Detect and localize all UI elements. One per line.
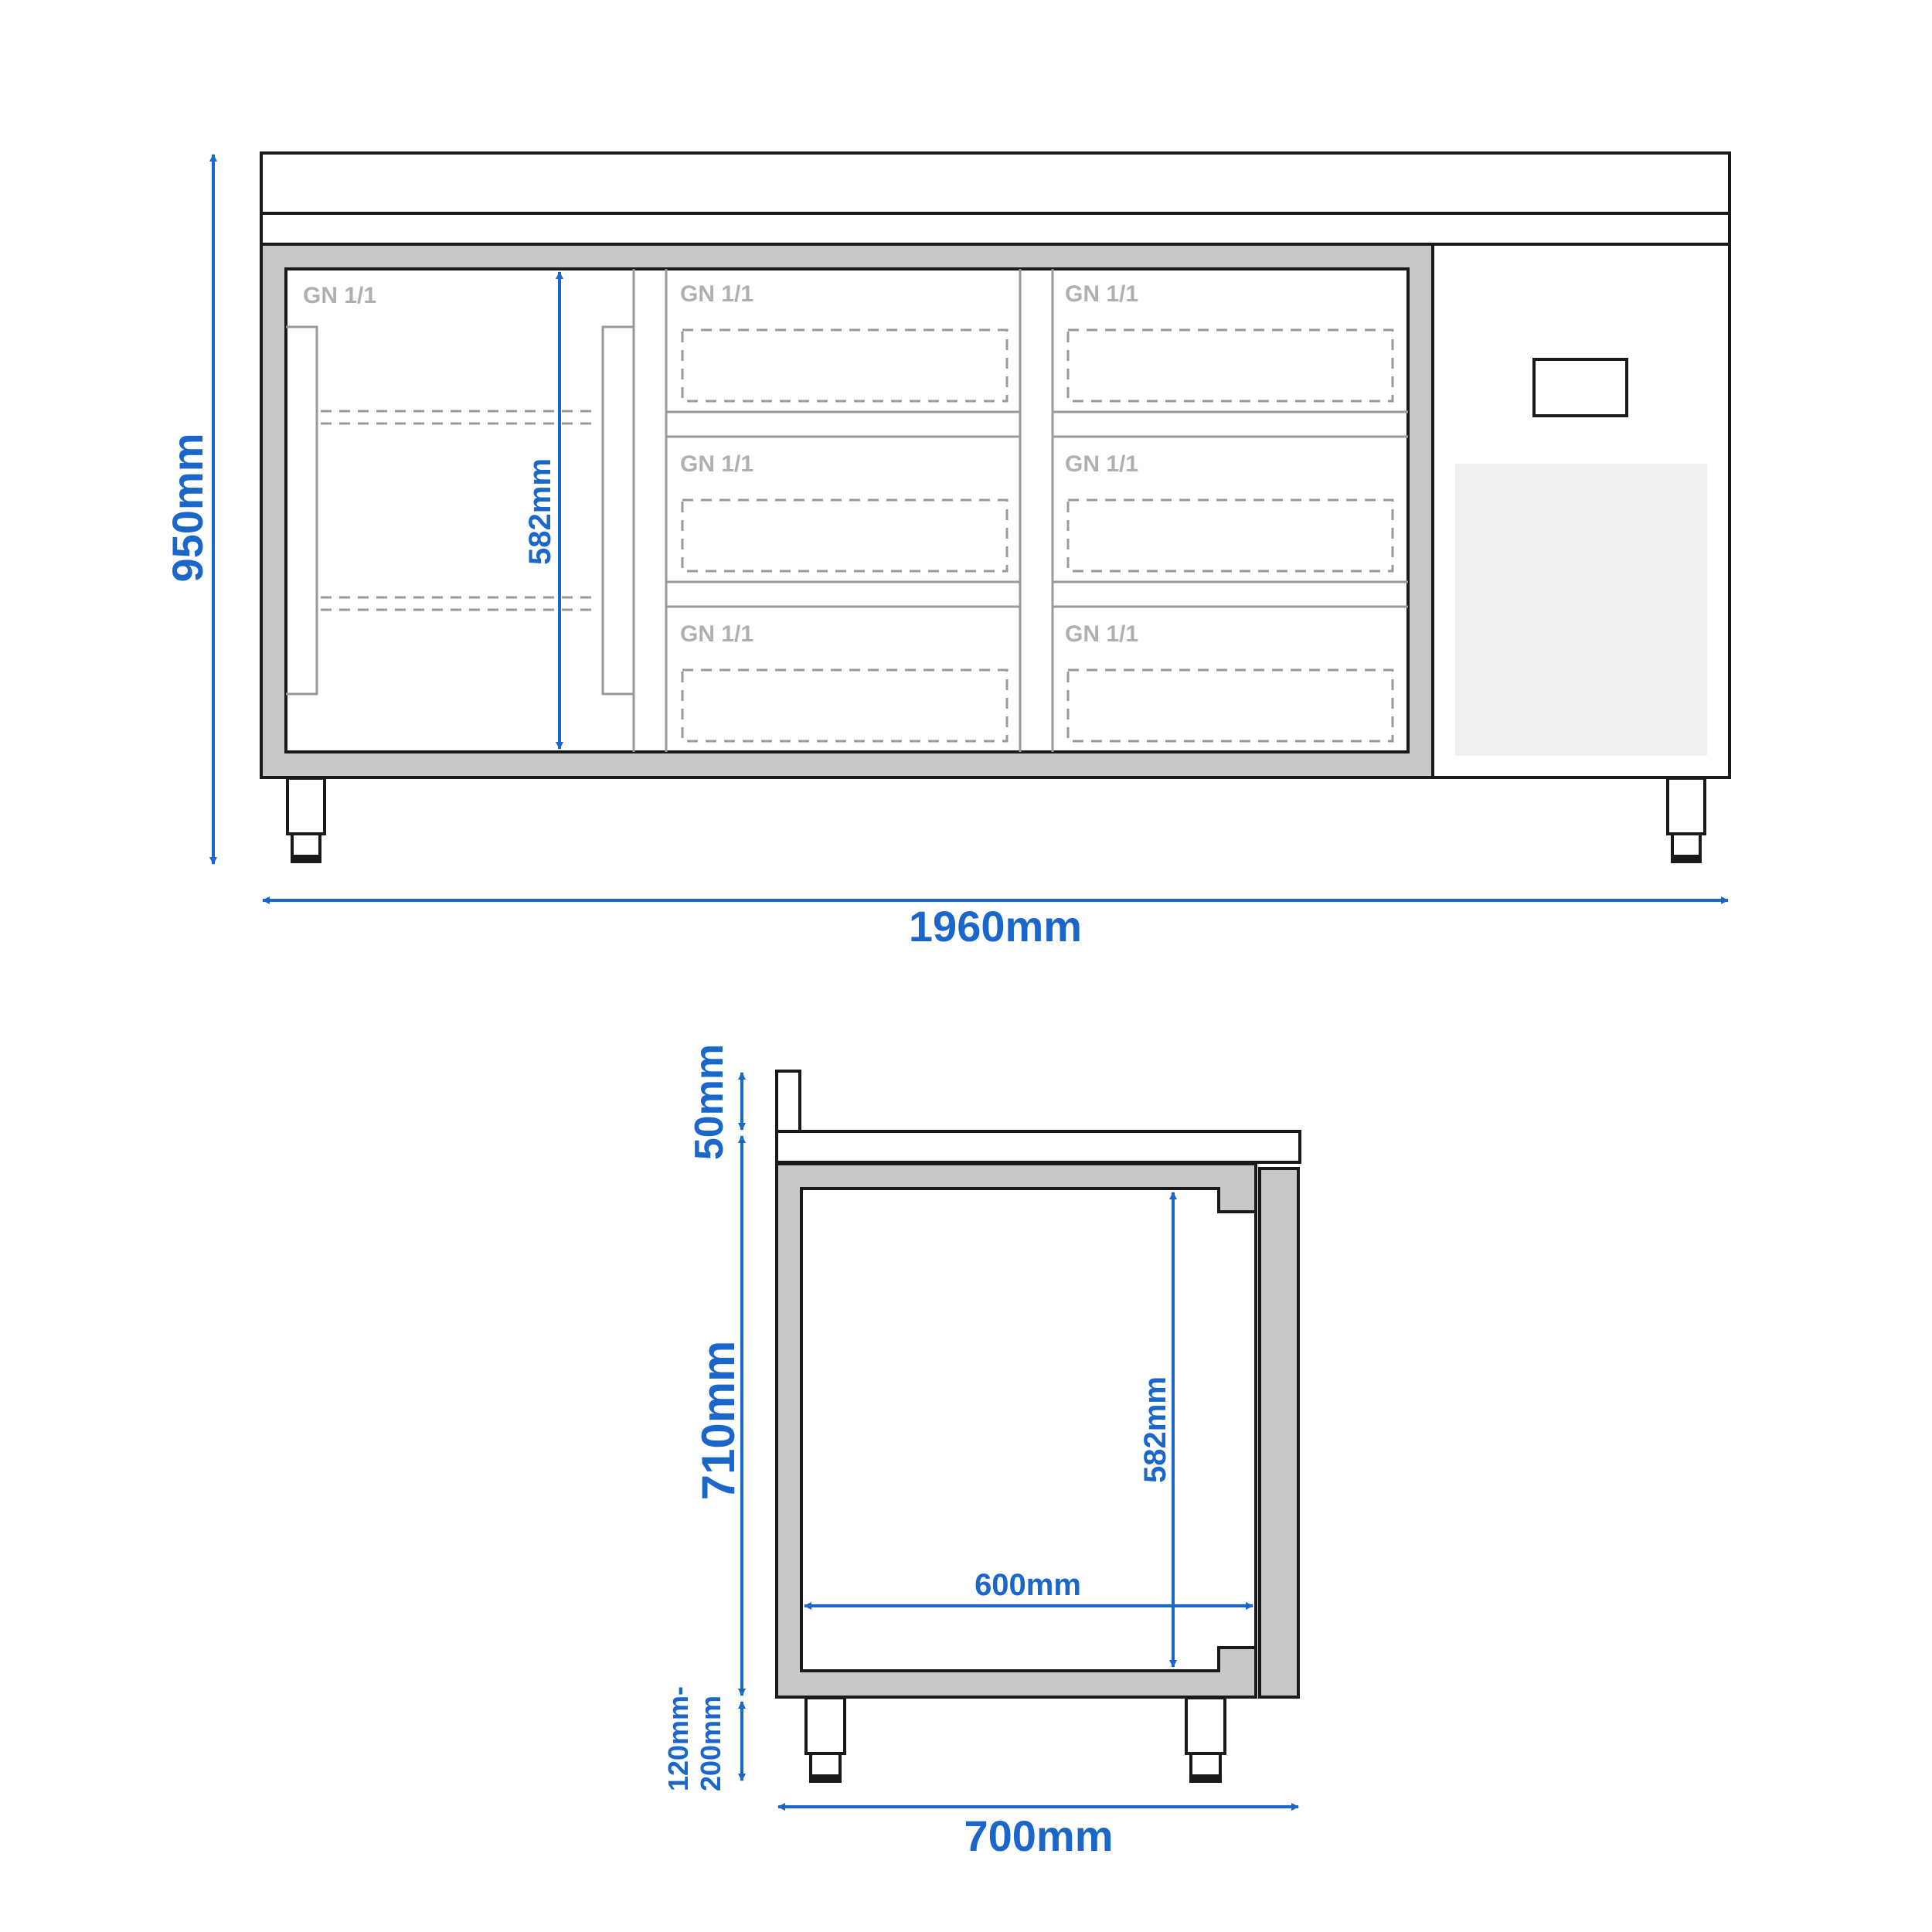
front-dimensions — [209, 154, 1729, 904]
gn-container — [681, 498, 1009, 573]
gn-label: GN 1/1 — [1065, 451, 1138, 477]
depth-label: 700mm — [964, 1811, 1113, 1860]
gn-container — [1066, 668, 1394, 743]
side-leg — [1185, 1696, 1226, 1755]
leg-label-line2: 200mm — [695, 1696, 726, 1791]
side-inner-cavity — [800, 1187, 1257, 1672]
gn-label: GN 1/1 — [680, 451, 753, 477]
compartment-dividers — [632, 269, 1408, 752]
gn-container — [681, 328, 1009, 403]
left-shelf-rails — [286, 325, 634, 696]
left-shelves — [321, 410, 599, 611]
gn-label: GN 1/1 — [680, 621, 753, 647]
side-door — [1258, 1167, 1300, 1699]
height-label: 950mm — [163, 433, 212, 582]
front-view — [260, 151, 1731, 863]
gn-container — [1066, 498, 1394, 573]
upstand-label: 50mm — [687, 1044, 732, 1160]
gn-label: GN 1/1 — [303, 283, 376, 308]
inner-height-label-side: 582mm — [1138, 1376, 1172, 1483]
gn-label: GN 1/1 — [1065, 281, 1138, 307]
side-view — [775, 1070, 1301, 1783]
side-leg — [804, 1696, 846, 1755]
side-dimensions — [738, 1072, 1299, 1811]
side-upstand — [775, 1070, 801, 1133]
width-label: 1960mm — [909, 902, 1082, 951]
side-worktop — [775, 1130, 1301, 1164]
worktop-upstand — [260, 151, 1731, 215]
inner-height-label: 582mm — [523, 458, 557, 565]
gn-container — [681, 668, 1009, 743]
inner-width-label: 600mm — [975, 1568, 1081, 1602]
body-height-label: 710mm — [692, 1341, 744, 1501]
leg — [286, 777, 326, 835]
gn-label: GN 1/1 — [1065, 621, 1138, 647]
vent-grille — [1455, 464, 1707, 756]
leg-label-line1: 120mm- — [662, 1686, 694, 1791]
gn-label: GN 1/1 — [680, 281, 753, 307]
gn-container — [1066, 328, 1394, 403]
door-glass — [284, 267, 1410, 753]
gn-labels: GN 1/1 GN 1/1 GN 1/1 GN 1/1 GN 1/1 GN 1/… — [303, 281, 1138, 647]
worktop — [260, 212, 1731, 246]
front-legs — [286, 777, 1706, 863]
gn-containers — [681, 328, 1394, 743]
control-panel — [1532, 358, 1628, 417]
leg — [1666, 777, 1706, 835]
